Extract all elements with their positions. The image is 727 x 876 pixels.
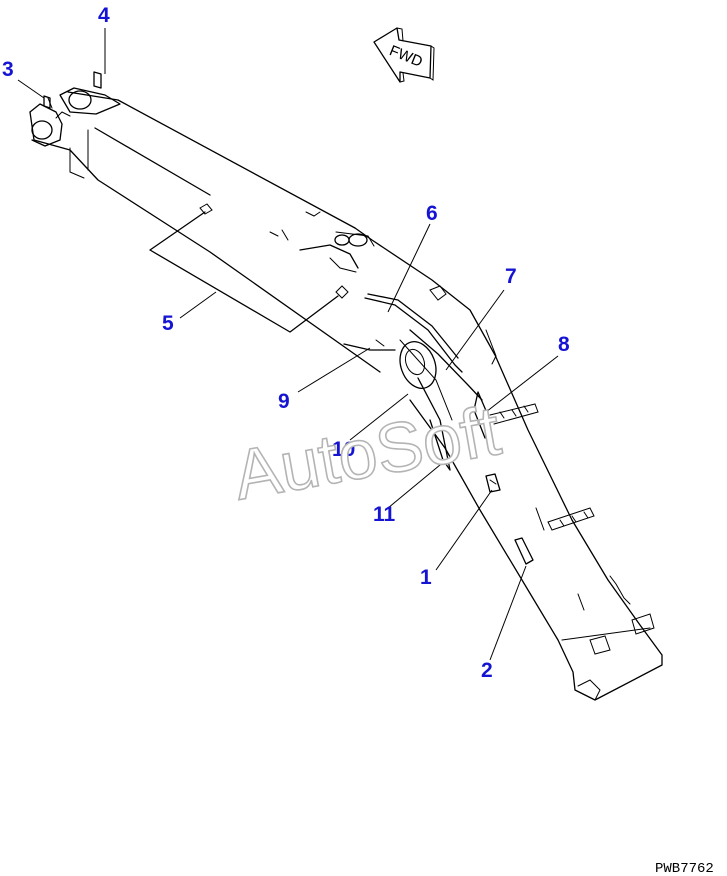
strip-item-11 [417, 377, 451, 471]
guard-plate-item-7 [409, 329, 483, 401]
callout-7: 7 [505, 265, 517, 288]
clip-item-8 [473, 391, 539, 439]
clip-item-2 [514, 537, 534, 565]
callout-3: 3 [2, 58, 14, 81]
callout-9: 9 [278, 390, 290, 413]
drawing-number: PWB7762 [655, 861, 714, 876]
hose-clamps [535, 507, 655, 655]
plate-item-4 [93, 71, 102, 89]
pivot-disc-item-10 [343, 339, 453, 421]
leader-lines [17, 28, 559, 661]
callout-2: 2 [481, 659, 493, 682]
callout-1: 1 [420, 566, 432, 589]
callout-10: 10 [332, 438, 355, 461]
callout-5: 5 [162, 312, 174, 335]
bracket-item-3 [43, 95, 51, 109]
boom-body [29, 91, 663, 701]
clip-item-1 [485, 473, 501, 493]
callout-8: 8 [558, 333, 570, 356]
fwd-label: FWD [387, 42, 425, 71]
fwd-arrow-icon: FWD [373, 27, 435, 83]
callout-labels: 1 2 3 4 5 6 7 8 9 10 11 [2, 4, 570, 682]
callout-11: 11 [373, 503, 396, 526]
guard-plate-item-6 [364, 293, 463, 373]
callout-4: 4 [98, 4, 110, 27]
watermark: AutoSoft [228, 391, 506, 514]
bracket-frame-item-5 [149, 203, 349, 333]
arm-cylinder-bracket [269, 211, 497, 365]
callout-6: 6 [426, 202, 438, 225]
